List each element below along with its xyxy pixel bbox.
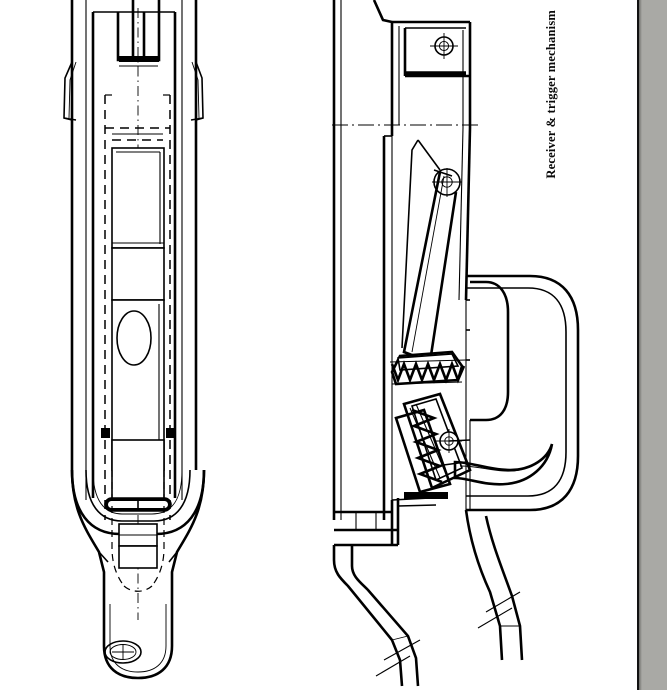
figure-caption-container: Receiver & trigger mechanism [528,10,558,240]
page-gutter-shadow [639,0,642,690]
view-side-section [332,0,580,687]
figure-caption: Receiver & trigger mechanism [544,10,558,179]
trigger-guard [466,274,580,512]
trigger-blade [453,443,554,486]
page-gutter [639,0,667,690]
page-edge-line [637,0,639,690]
trigger-spring [409,403,447,484]
mainspring [389,359,467,385]
view-top-plan [63,0,206,680]
